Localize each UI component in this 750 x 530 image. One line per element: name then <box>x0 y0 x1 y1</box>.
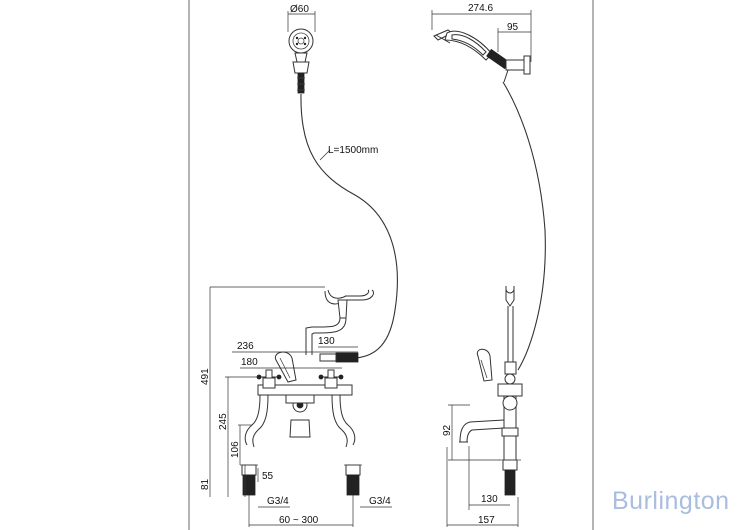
dim-overall-width: 236 <box>237 341 254 352</box>
dim-total-height: 491 <box>200 368 211 385</box>
dim-side-spout-height: 92 <box>442 424 453 436</box>
shower-hose-side <box>502 81 546 371</box>
mixer-side-view <box>459 286 523 496</box>
dim-handset-diameter: Ø60 <box>290 4 309 15</box>
front-dimensions: 491 236 130 180 245 106 81 55 G3/4 G3/4 … <box>200 286 392 527</box>
dim-side-total: 157 <box>478 515 495 526</box>
dim-lever-width: 180 <box>241 357 258 368</box>
mixer-front-view <box>240 289 375 496</box>
dim-side-spout-reach: 130 <box>481 494 498 505</box>
side-dimensions: 92 130 157 <box>442 404 519 527</box>
shower-hose <box>300 93 398 359</box>
brand-logo: Burlington <box>612 487 730 515</box>
dim-centres: 60 ~ 300 <box>279 515 319 526</box>
dim-handset-length: 274.6 <box>468 3 493 14</box>
dim-leg-height: 81 <box>200 478 211 490</box>
handset-side-view: 274.6 95 <box>431 3 532 83</box>
dim-cradle-offset: 130 <box>318 336 335 347</box>
handset-front-view: Ø60 <box>287 4 316 94</box>
dim-hose-length: L=1500mm <box>328 145 378 156</box>
dim-spout-height: 106 <box>230 441 241 458</box>
dim-lever-height: 245 <box>218 413 229 430</box>
dim-outlet-height: 55 <box>262 471 274 482</box>
dim-wall-offset: 95 <box>507 22 519 33</box>
thread-left: G3/4 <box>267 496 289 507</box>
thread-right: G3/4 <box>369 496 391 507</box>
